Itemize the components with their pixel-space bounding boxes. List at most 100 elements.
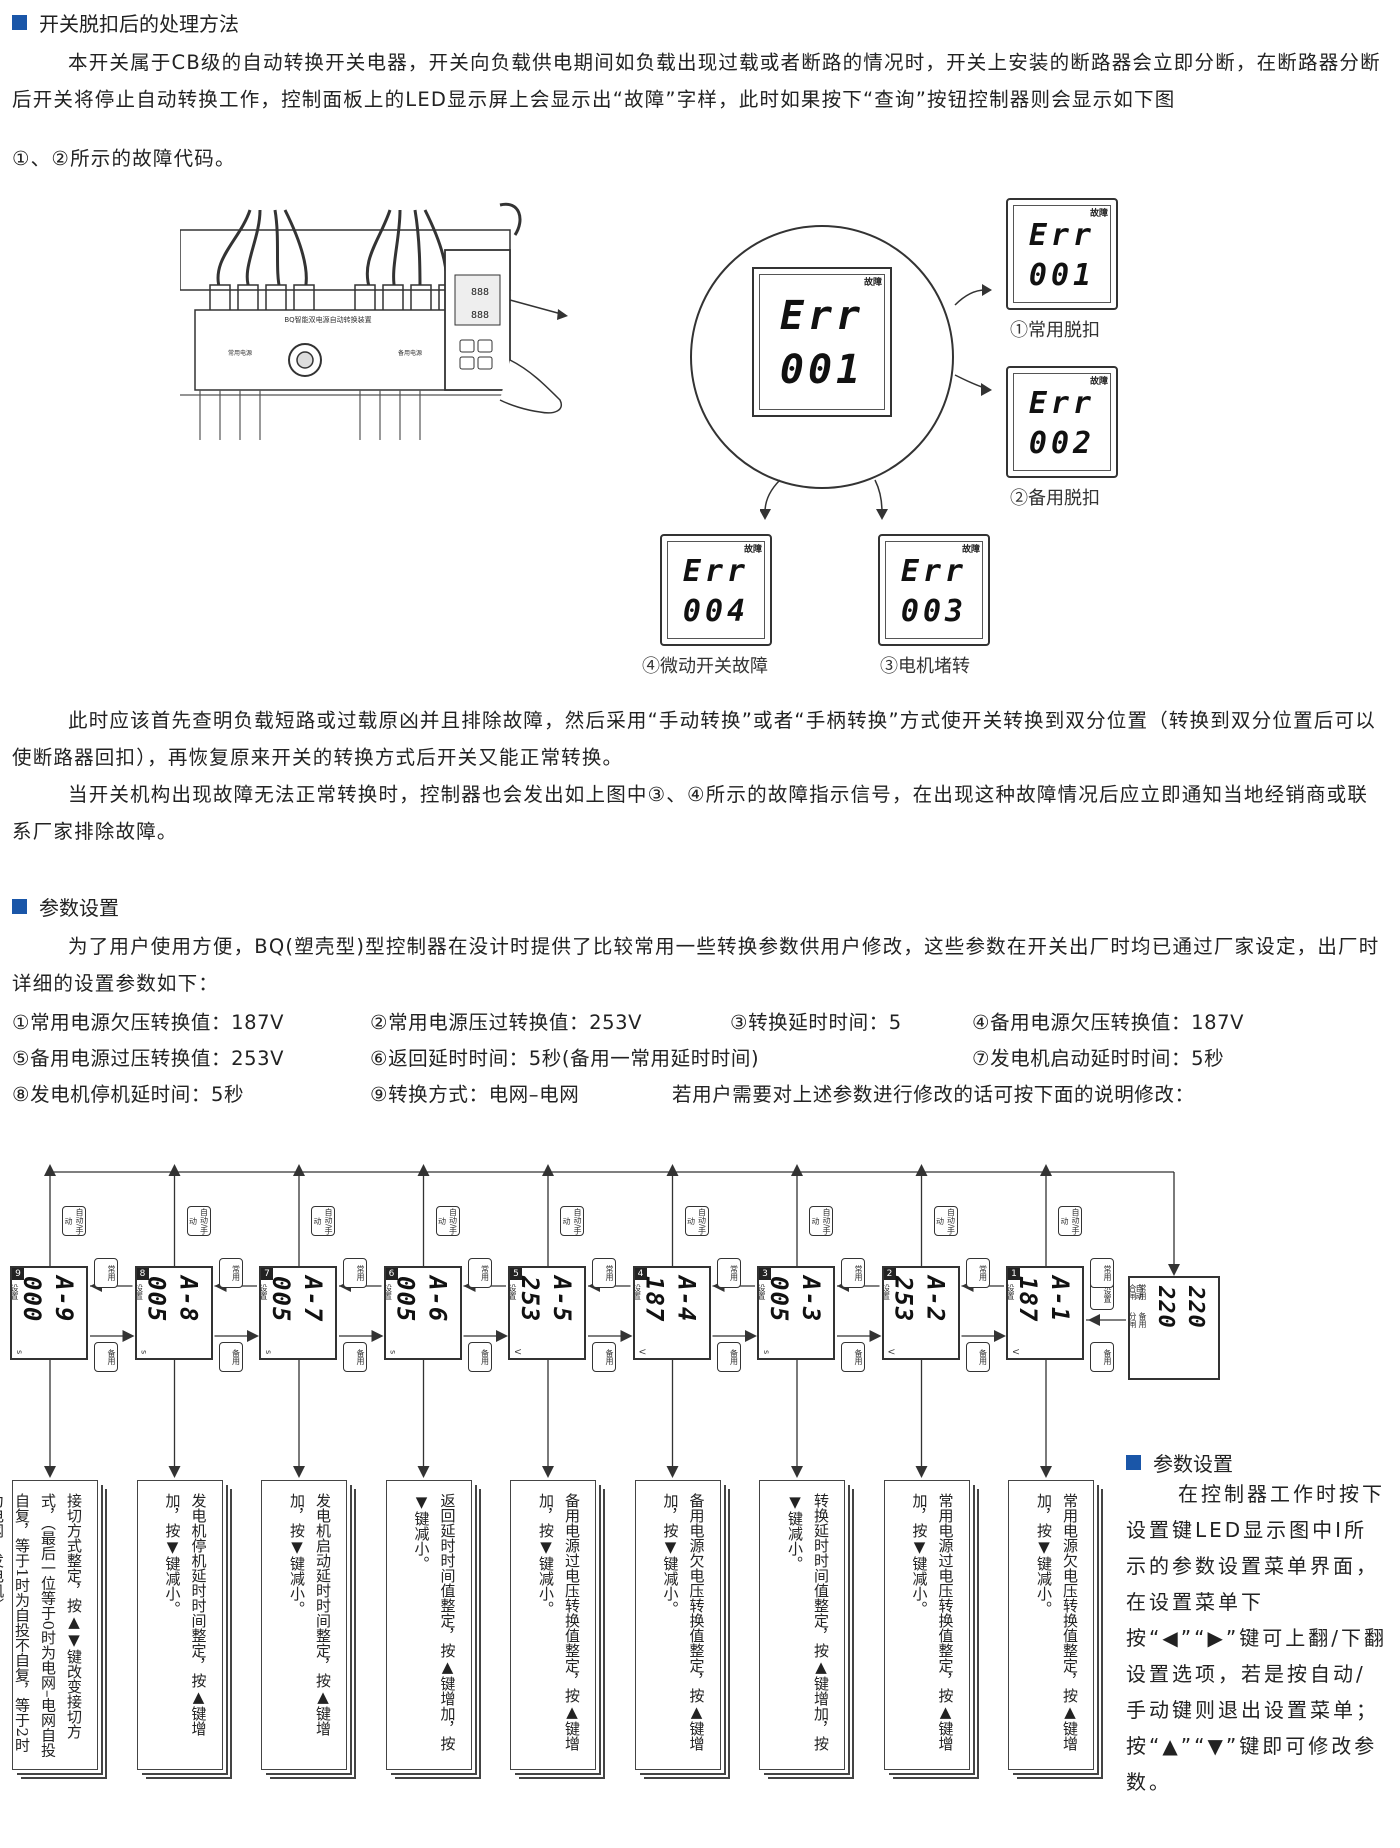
up-key-2[interactable]: 常用 [965,1258,990,1288]
note-3: 转换延时时间值整定，按▲键增加，按▼键减小。 [759,1480,845,1770]
screen-unit: s [762,1349,771,1354]
screen-setting-label: 设置 [757,1284,766,1300]
note-1: 常用电源欠电压转换值整定，按▲键增加，按▼键减小。 [1008,1480,1094,1770]
up-key-5[interactable]: 常用 [592,1258,616,1288]
svg-text:888: 888 [471,287,489,298]
down-key-9[interactable]: 备用 [94,1342,118,1372]
up-key-7[interactable]: 常用 [343,1258,367,1288]
up-key-8[interactable]: 常用 [218,1258,243,1288]
auto-manual-key-3[interactable]: 自动/手动 [809,1206,833,1236]
screen-unit: s [264,1349,273,1354]
screen-setting-label: 设置 [259,1284,268,1300]
auto-manual-key-9[interactable]: 自动/手动 [62,1206,86,1236]
screen-value: 253 [516,1276,544,1323]
screen-unit: s [388,1349,398,1354]
caption-motor-stall: ③电机堵转 [880,656,970,677]
auto-label: 自动 [1135,1284,1144,1300]
section-bullet [1126,1455,1141,1470]
note-8: 发电机停机延时时间整定，按▲键增加，按▼键减小。 [136,1480,223,1770]
zoom-code: 001 [779,347,865,393]
screen-code: A-9 [50,1276,78,1323]
caption-standby-trip: ②备用脱扣 [1010,488,1100,509]
trip-paragraph-2: 当开关机构出现故障无法正常转换时，控制器也会发出如上图中③、④所示的故障指示信号… [12,783,1369,843]
auto-manual-key-2[interactable]: 自动/手动 [933,1206,958,1236]
screen-code: A-1 [1046,1276,1074,1323]
fault-tag: 故障 [863,278,882,288]
zoom-circle: 故障 Err 001 [690,225,954,489]
auto-manual-key-7[interactable]: 自动/手动 [311,1206,335,1236]
screen-setting-label: 设置 [383,1284,393,1300]
screen-number: 1 [1008,1268,1020,1280]
note-text: 返回延时时间值整定，按▲键增加，按▼键减小。 [412,1493,457,1751]
screen-number: 6 [385,1268,398,1280]
screen-value: 005 [267,1276,295,1323]
svg-text:常用电源: 常用电源 [228,349,252,357]
note-9: 接切方式整定，按▲▼键改变接切方式，（最后一位等于0时为电网–电网自投自复，等于… [0,1480,98,1770]
down-key-2[interactable]: 备用 [965,1342,990,1372]
note-2: 常用电源过电压转换值整定，按▲键增加，按▼键减小。 [883,1480,970,1770]
fault-lcd-001: 故障 Err 001 [1006,198,1118,310]
up-key-4[interactable]: 常用 [716,1258,741,1288]
screen-unit: s [139,1349,149,1354]
note-5: 备用电源过电压转换值整定，按▲键增加，按▼键减小。 [510,1480,596,1770]
auto-manual-key-1[interactable]: 自动/手动 [1058,1206,1082,1236]
up-key-6[interactable]: 常用 [467,1258,492,1288]
down-key-3[interactable]: 备用 [841,1342,865,1372]
down-key-6[interactable]: 备用 [467,1342,492,1372]
screen-value: 000 [18,1276,46,1323]
up-key-3[interactable]: 常用 [841,1258,865,1288]
auto-manual-key-4[interactable]: 自动/手动 [684,1206,709,1236]
screen-code: A-6 [423,1276,452,1323]
fault-arrows [760,284,992,520]
screen-value: 187 [1014,1276,1042,1323]
fault-lcd-004: 故障 Err 004 [660,534,772,646]
down-key-7[interactable]: 备用 [343,1342,367,1372]
auto-manual-key-6[interactable]: 自动/手动 [435,1206,460,1236]
down-key-1[interactable]: 备用 [1090,1342,1114,1372]
section-title-params: 参数设置 [12,892,119,921]
up-key-9[interactable]: 常用 [94,1258,118,1288]
param-3: ③转换延时时间：5 [730,1011,902,1034]
screen-setting-label: 设置 [10,1284,19,1300]
down-key-8[interactable]: 备用 [218,1342,243,1372]
main-voltage-screen: 220 220 常用 备用 合闸 分闸 自动 [1128,1276,1220,1380]
screen-unit: s [15,1349,24,1354]
screen-unit: V [637,1348,647,1354]
down-key-5[interactable]: 备用 [592,1342,616,1372]
param-7: ⑦发电机启动延时时间：5秒 [972,1047,1225,1070]
note-text: 常用电源欠电压转换值整定，按▲键增加，按▼键减小。 [1035,1493,1079,1751]
screen-code: A-4 [672,1276,701,1323]
auto-manual-key-8[interactable]: 自动/手动 [186,1206,211,1236]
zoom-lcd: 故障 Err 001 [752,267,892,417]
screen-unit: V [886,1348,896,1354]
down-key-4[interactable]: 备用 [716,1342,741,1372]
auto-manual-key-5[interactable]: 自动/手动 [560,1206,584,1236]
param-5: ⑤备用电源过压转换值：253V [12,1047,285,1070]
note-text: 发电机停机延时时间整定，按▲键增加，按▼键减小。 [163,1493,208,1736]
caption-microswitch-fault: ④微动开关故障 [642,656,768,677]
params-intro: 为了用户使用方便，BQ(塑壳型)型控制器在没计时提供了比较常用一些转换参数供用户… [12,935,1380,995]
param-4: ④备用电源欠压转换值：187V [972,1011,1245,1034]
note-text: 转换延时时间值整定，按▲键增加，按▼键减小。 [786,1493,830,1751]
screen-code: A-7 [299,1276,327,1323]
screen-number: 4 [634,1268,647,1280]
note-6: 返回延时时间值整定，按▲键增加，按▼键减小。 [385,1480,472,1770]
caption-normal-trip: ①常用脱扣 [1010,320,1100,341]
note-text: 接切方式整定，按▲▼键改变接切方式，（最后一位等于0时为电网–电网自投自复，等于… [0,1493,83,1758]
param-2: ②常用电源压过转换值：253V [370,1011,643,1034]
section-bullet [12,899,27,914]
note-4: 备用电源欠电压转换值整定，按▲键增加，按▼键减小。 [634,1480,721,1770]
param-8: ⑧发电机停机延时间：5秒 [12,1083,245,1106]
screen-value: 005 [391,1276,420,1323]
screen-setting-label: 设置 [1006,1284,1015,1300]
up-key-1[interactable]: 常用 [1090,1258,1114,1288]
screen-value: 187 [640,1276,669,1323]
